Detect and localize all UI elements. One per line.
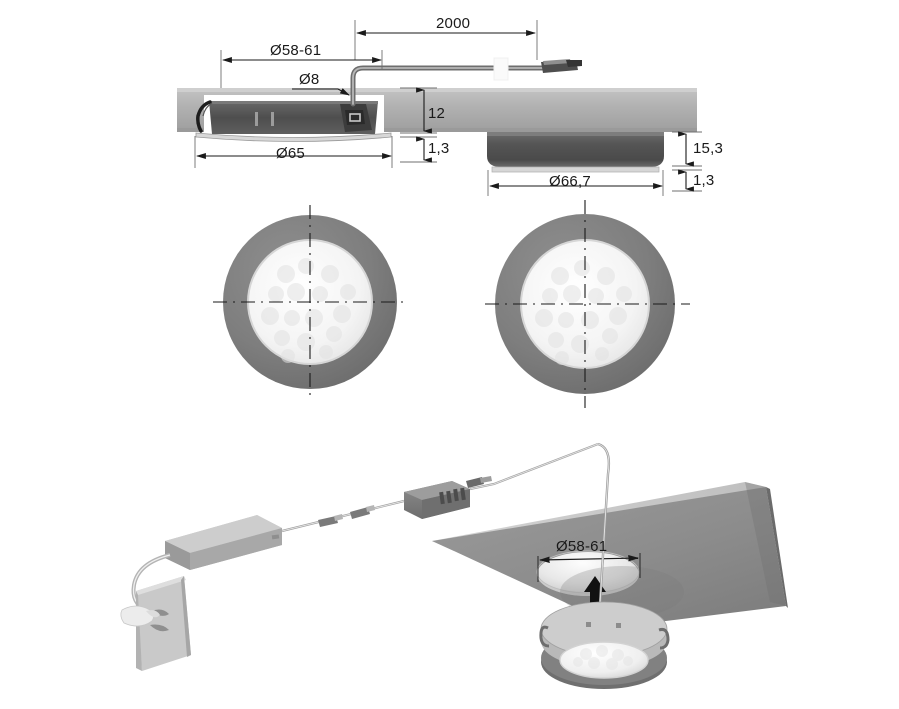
label-cable-length-2000: 2000 <box>436 15 471 32</box>
label-surface-height-15-3: 15,3 <box>693 140 723 157</box>
power-supply <box>165 515 282 570</box>
dimension-trim-65 <box>194 136 393 168</box>
dimension-cable-8 <box>292 88 350 96</box>
cable-box-to-ceiling <box>466 442 599 491</box>
dimension-surface-base-1-3 <box>672 169 702 192</box>
dimension-cutout-58-61 <box>220 50 383 88</box>
installation-isometric-view <box>120 442 788 689</box>
surface-mount-view <box>487 131 702 196</box>
label-cutout-diameter-58-61: Ø58-61 <box>270 42 322 59</box>
label-trim-diameter-65: Ø65 <box>276 145 305 162</box>
dimension-surface-66-7 <box>487 170 664 196</box>
label-trim-thickness-1-3: 1,3 <box>428 140 450 157</box>
cable-supply-to-box <box>281 499 405 533</box>
label-surface-diameter-66-7: Ø66,7 <box>549 173 591 190</box>
fixture-cable <box>596 442 611 637</box>
recessed-fixture-section <box>195 100 392 142</box>
downlight-fixture <box>539 601 670 689</box>
label-surface-base-1-3: 1,3 <box>693 172 715 189</box>
plan-view-surface <box>485 200 690 408</box>
label-iso-cutout-58-61: Ø58-61 <box>556 538 608 555</box>
dimension-iso-cutout <box>537 553 641 582</box>
plan-view-recessed <box>213 205 407 399</box>
dimension-depth-12 <box>400 87 437 134</box>
dimension-thickness-1-3 <box>400 136 437 163</box>
dimension-2000 <box>354 20 538 60</box>
wall-plug <box>120 576 191 671</box>
distributor-box <box>404 481 470 519</box>
label-cable-diameter-8: Ø8 <box>299 71 320 88</box>
dimension-surface-height-15-3 <box>672 131 702 167</box>
side-section-view <box>177 20 697 168</box>
supply-cable-section <box>350 57 582 107</box>
label-recess-depth-12: 12 <box>428 105 446 122</box>
